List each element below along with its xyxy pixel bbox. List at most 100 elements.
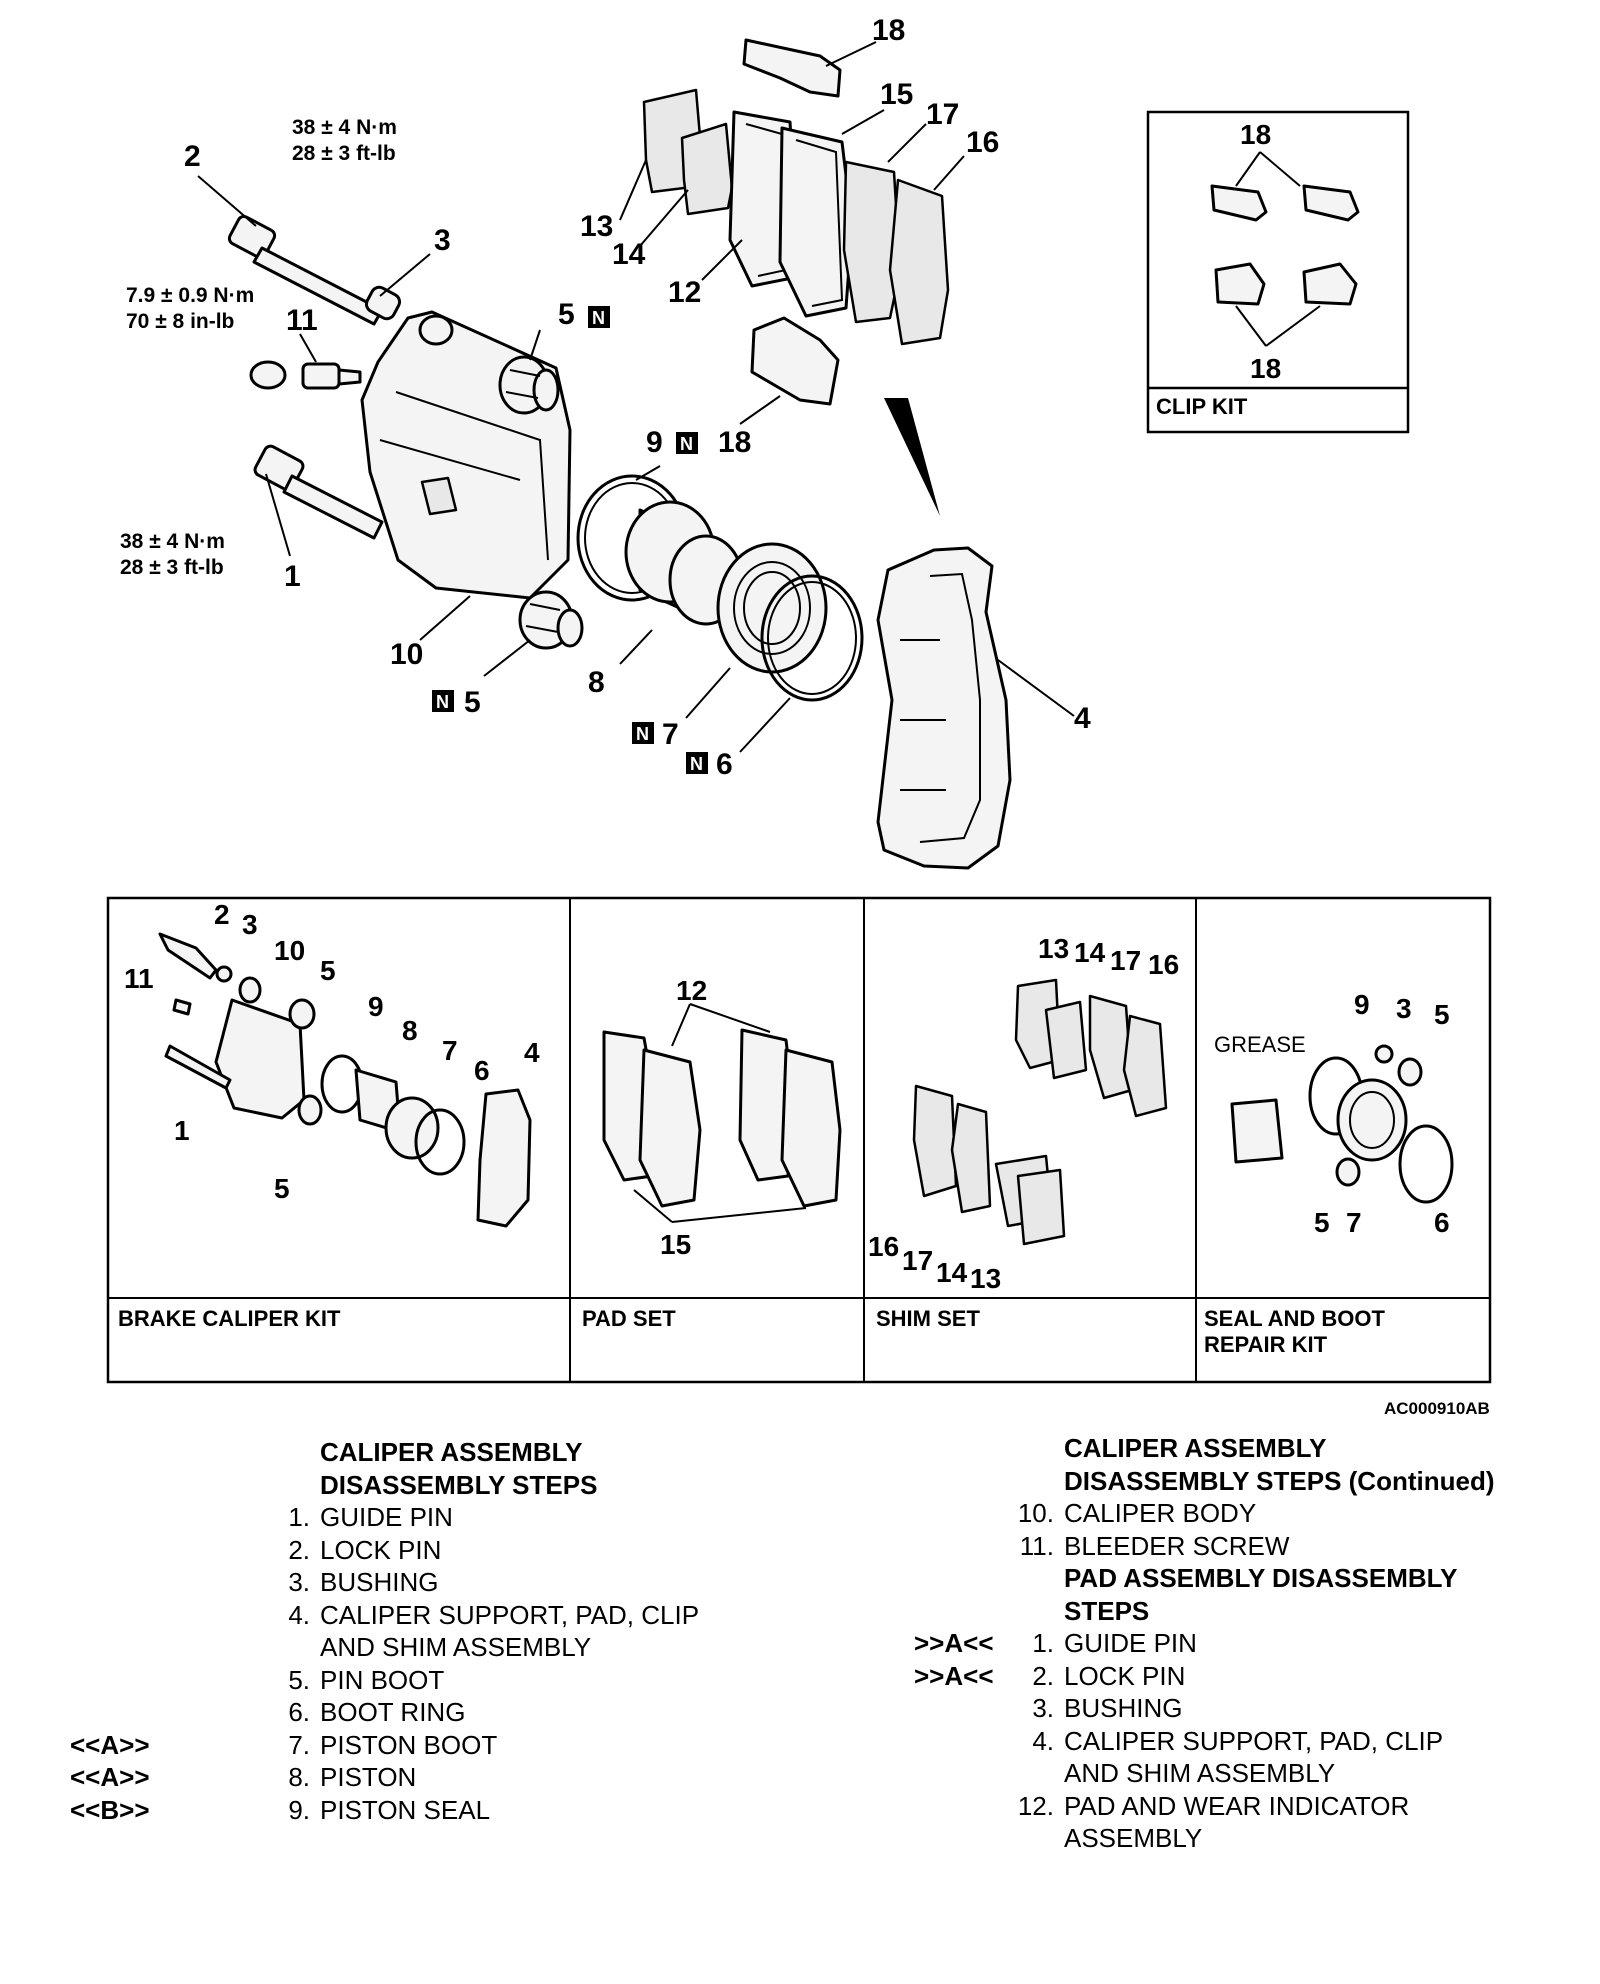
pin-boot-lower-part <box>518 590 584 650</box>
step-label: BUSHING <box>1064 1693 1183 1723</box>
guide-pin-torque-nm: 38 ± 4 N·m <box>120 530 225 553</box>
step-label: BLEEDER SCREW <box>1064 1530 1290 1561</box>
kit1-callout-7: 7 <box>442 1035 458 1066</box>
step-label: PIN BOOT <box>320 1664 445 1695</box>
kit1-callout-11: 11 <box>124 963 154 994</box>
clip-kit-clip-3 <box>1214 262 1266 306</box>
piston-boot-part <box>716 542 828 674</box>
step-row: 12.PAD AND WEAR INDICATOR <box>900 1790 1580 1823</box>
pad-steps-heading-2: STEPS <box>1064 1595 1150 1626</box>
step-marker: <<A>> <box>70 1729 150 1760</box>
left-steps-list: CALIPER ASSEMBLY DISASSEMBLY STEPS 1.GUI… <box>60 1436 740 1826</box>
pad-set-callout-12: 12 <box>676 975 707 1006</box>
pad-clip-upper-part <box>742 38 842 98</box>
step-label: CALIPER SUPPORT, PAD, CLIP <box>1064 1725 1444 1756</box>
step-row: <<A>>8.PISTON <box>60 1761 740 1794</box>
right-steps-heading-1: CALIPER ASSEMBLY <box>1064 1433 1327 1463</box>
step-label: LOCK PIN <box>320 1534 442 1565</box>
bleeder-torque-nm: 7.9 ± 0.9 N·m <box>126 284 254 307</box>
step-number: 2. <box>1032 1660 1054 1691</box>
pad-steps-heading-1: PAD ASSEMBLY DISASSEMBLY <box>1064 1563 1458 1593</box>
seal-callout-5-bottom: 5 <box>1314 1207 1330 1238</box>
kit-label-pad-set: PAD SET <box>582 1306 676 1331</box>
step-number: 6. <box>288 1697 310 1727</box>
step-row: 5.PIN BOOT <box>60 1664 740 1697</box>
lock-pin-torque-nm: 38 ± 4 N·m <box>292 116 397 139</box>
kit1-callout-10: 10 <box>274 935 305 966</box>
step-number: 3. <box>288 1567 310 1597</box>
brake-caliper-kit-illustration <box>158 932 532 1228</box>
seal-boot-callouts: 9 3 5 5 7 6 <box>1314 989 1450 1238</box>
seal-callout-5-top: 5 <box>1434 999 1450 1030</box>
bleeder-screw-part <box>249 360 362 390</box>
new-part-mark-letter: N <box>680 434 693 454</box>
step-label: PISTON <box>320 1762 417 1792</box>
step-row: 11.BLEEDER SCREW <box>900 1530 1580 1563</box>
pin-boot-upper-part <box>498 355 560 415</box>
step-label: GUIDE PIN <box>1064 1628 1197 1658</box>
callout-14: 14 <box>612 238 646 271</box>
clip-kit-callout-bottom: 18 <box>1250 353 1281 384</box>
lock-pin-part <box>227 214 384 326</box>
new-part-mark-letter: N <box>690 754 703 774</box>
step-label: AND SHIM ASSEMBLY <box>1064 1758 1336 1788</box>
new-part-mark-letter: N <box>636 724 649 744</box>
seal-callout-7: 7 <box>1346 1207 1362 1238</box>
boot-ring-part <box>760 574 864 702</box>
figure-id: AC000910AB <box>1384 1399 1490 1418</box>
step-number: 8. <box>288 1762 310 1792</box>
clip-kit-clip-4 <box>1302 262 1358 306</box>
kit1-callout-3: 3 <box>242 909 258 940</box>
seal-callout-3: 3 <box>1396 993 1412 1024</box>
step-row: ASSEMBLY <box>900 1822 1580 1855</box>
step-number: 9. <box>288 1794 310 1825</box>
callout-13: 13 <box>580 210 613 243</box>
new-part-mark <box>676 432 698 454</box>
step-row: 10.CALIPER BODY <box>900 1497 1580 1530</box>
step-number: 3. <box>1032 1693 1054 1723</box>
new-part-mark <box>588 306 610 328</box>
step-row: 2.LOCK PIN <box>60 1534 740 1567</box>
kit1-callout-5-upper: 5 <box>320 955 336 986</box>
shim-callout-16-bottom: 16 <box>868 1231 899 1262</box>
callout-2: 2 <box>184 140 201 173</box>
new-part-mark <box>686 752 708 774</box>
caliper-body-part <box>360 310 572 600</box>
callout-12: 12 <box>668 276 701 309</box>
kit1-callout-6: 6 <box>474 1055 490 1086</box>
kit-label-seal-boot-line2: REPAIR KIT <box>1204 1332 1328 1357</box>
new-part-mark <box>432 690 454 712</box>
step-row: 3. BUSHING <box>900 1692 1580 1725</box>
left-steps-heading-1: CALIPER ASSEMBLY <box>320 1437 583 1467</box>
step-number: 4. <box>288 1599 310 1630</box>
step-row: <<B>>9.PISTON SEAL <box>60 1794 740 1827</box>
shim-callout-14-top: 14 <box>1074 937 1106 968</box>
step-row: 4.CALIPER SUPPORT, PAD, CLIP <box>60 1599 740 1632</box>
pad-shim-part <box>842 160 902 324</box>
new-part-mark-letter: N <box>592 308 605 328</box>
callout-3: 3 <box>434 224 451 257</box>
step-number: 1. <box>1032 1628 1054 1658</box>
step-marker: >>A<< <box>914 1628 994 1658</box>
step-row: <<A>>7.PISTON BOOT <box>60 1729 740 1762</box>
step-label: LOCK PIN <box>1064 1660 1186 1691</box>
kit-label-shim-set: SHIM SET <box>876 1306 980 1331</box>
step-label: CALIPER BODY <box>1064 1498 1257 1528</box>
step-label: ASSEMBLY <box>1064 1823 1203 1853</box>
shim-callout-13-bottom: 13 <box>970 1263 1001 1294</box>
kit1-callout-4: 4 <box>524 1037 540 1068</box>
callout-7: 7 <box>662 718 679 751</box>
kit-label-brake-caliper: BRAKE CALIPER KIT <box>118 1306 341 1331</box>
callout-16: 16 <box>966 126 999 159</box>
kit1-callout-9: 9 <box>368 991 384 1022</box>
callout-18-upper: 18 <box>872 14 905 47</box>
kit-table <box>106 896 1492 1384</box>
shim-set-callouts: 13 14 17 16 16 17 14 13 <box>868 933 1179 1294</box>
right-steps-list: CALIPER ASSEMBLY DISASSEMBLY STEPS (Cont… <box>900 1432 1580 1855</box>
step-label: AND SHIM ASSEMBLY <box>320 1632 592 1662</box>
step-row: 4.CALIPER SUPPORT, PAD, CLIP <box>900 1725 1580 1758</box>
clip-kit-callout-top: 18 <box>1240 119 1271 150</box>
new-part-mark-letter: N <box>436 692 449 712</box>
callout-6: 6 <box>716 748 733 781</box>
